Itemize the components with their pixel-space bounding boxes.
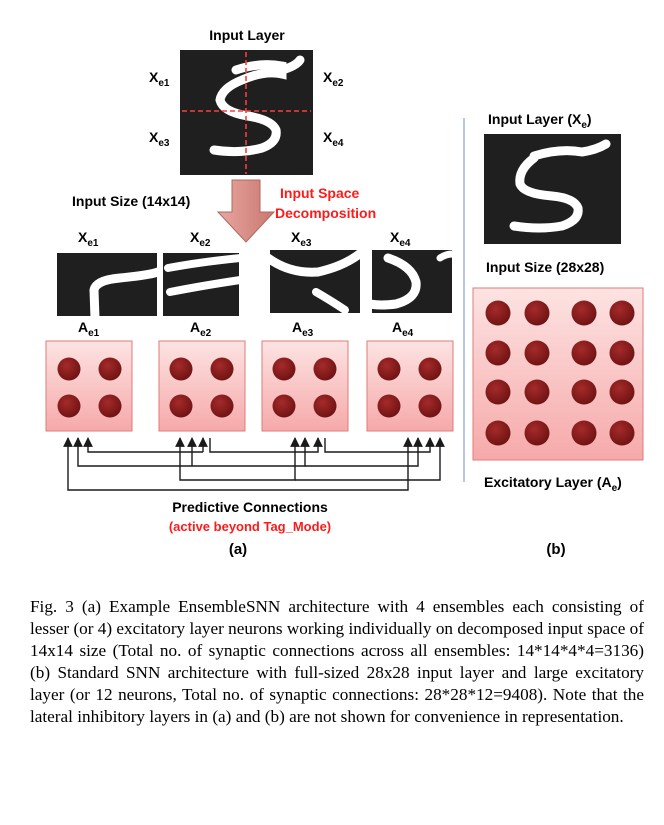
neuron (169, 394, 193, 418)
panel-b-label: (b) (546, 541, 565, 558)
neuron (571, 340, 597, 366)
decomposition-label-line2: Decomposition (275, 205, 376, 221)
neuron (609, 300, 635, 326)
panel-a-label: (a) (229, 541, 247, 558)
neuron (272, 394, 296, 418)
neuron (210, 357, 234, 381)
neuron (571, 300, 597, 326)
quadrant-label-e4: Xe4 (323, 129, 344, 149)
ensemble-excitatory-label-e3: Ae3 (292, 319, 314, 339)
panel-b-input-layer-title: Input Layer (Xe) (488, 111, 592, 131)
neuron (524, 340, 550, 366)
neuron (98, 394, 122, 418)
ensemble-input-label-e3: Xe3 (291, 229, 312, 249)
decomposition-arrow (216, 179, 276, 243)
quadrant-label-e1: Xe1 (149, 69, 170, 89)
neuron (571, 379, 597, 405)
neuron (524, 379, 550, 405)
neuron (210, 394, 234, 418)
figure-caption: Fig. 3 (a) Example EnsembleSNN architect… (30, 596, 644, 727)
neuron (524, 420, 550, 446)
excitatory-layer-e3 (261, 340, 349, 432)
panel-b-input-size-label: Input Size (28x28) (486, 259, 604, 275)
input-digit-image (180, 50, 313, 175)
ensemble-input-label-e2: Xe2 (190, 229, 211, 249)
ensemble-input-label-e1: Xe1 (78, 229, 99, 249)
neuron (377, 357, 401, 381)
neuron (609, 420, 635, 446)
excitatory-layer-e1 (45, 340, 133, 432)
predictive-connections-note: (active beyond Tag_Mode) (169, 519, 331, 534)
neuron (485, 300, 511, 326)
neuron (57, 394, 81, 418)
predictive-connections (63, 437, 445, 491)
ensemble-input-image-e3 (270, 250, 360, 313)
neuron (377, 394, 401, 418)
neuron (169, 357, 193, 381)
neuron (98, 357, 122, 381)
quadrant-label-e2: Xe2 (323, 69, 344, 89)
neuron (313, 357, 337, 381)
panel-b-excitatory-label: Excitatory Layer (Ae) (484, 474, 622, 494)
predictive-connections-label: Predictive Connections (172, 499, 328, 515)
neuron (418, 357, 442, 381)
neuron (485, 379, 511, 405)
decomposition-label-line1: Input Space (280, 185, 360, 201)
neuron (609, 340, 635, 366)
ensemble-input-image-e4 (372, 250, 452, 313)
input-size-label-a: Input Size (14x14) (72, 193, 190, 209)
excitatory-layer-e2 (158, 340, 246, 432)
neuron (524, 300, 550, 326)
neuron (272, 357, 296, 381)
neuron (57, 357, 81, 381)
quadrant-label-e3: Xe3 (149, 129, 170, 149)
ensemble-input-image-e1 (57, 253, 157, 316)
input-layer-title: Input Layer (209, 27, 285, 43)
panel-b-excitatory-layer (472, 287, 644, 461)
neuron (418, 394, 442, 418)
ensemble-excitatory-label-e2: Ae2 (190, 319, 212, 339)
caption-text: Fig. 3 (a) Example EnsembleSNN architect… (30, 597, 644, 726)
neuron (485, 340, 511, 366)
neuron (571, 420, 597, 446)
excitatory-layer-e4 (366, 340, 454, 432)
ensemble-excitatory-label-e4: Ae4 (392, 319, 414, 339)
panel-b-input-digit-image (484, 134, 621, 244)
figure: Input Layer Xe1 Xe2 Xe3 Xe4 Input Space … (45, 27, 644, 558)
neuron (313, 394, 337, 418)
neuron (609, 379, 635, 405)
ensemble-input-image-e2 (163, 253, 239, 316)
ensemble-input-label-e4: Xe4 (390, 229, 411, 249)
neuron (485, 420, 511, 446)
ensemble-excitatory-label-e1: Ae1 (78, 319, 100, 339)
